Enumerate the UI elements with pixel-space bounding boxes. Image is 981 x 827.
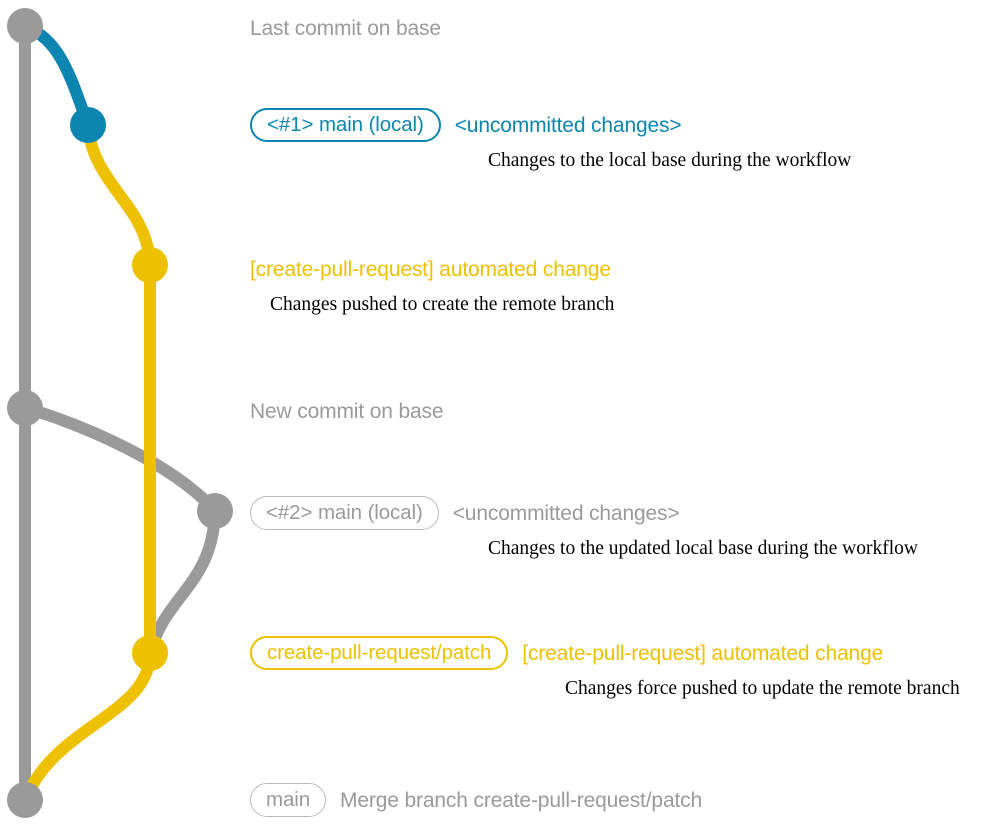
commit-node-patch-1 — [132, 247, 168, 283]
row-subline: Changes pushed to create the remote bran… — [270, 294, 615, 315]
graph-row-automated-change-1: [create-pull-request] automated change C… — [250, 252, 614, 315]
graph-row-merge-commit: main Merge branch create-pull-request/pa… — [250, 783, 702, 817]
local2-to-patch-line — [144, 505, 221, 659]
branch-pill-local-1[interactable]: <#1> main (local) — [250, 108, 441, 142]
row-headline: <uncommitted changes> — [452, 501, 680, 525]
row-subline: Changes force pushed to update the remot… — [565, 678, 960, 699]
row-headline: <uncommitted changes> — [454, 113, 682, 137]
local1-to-patch1-line — [82, 119, 156, 271]
branch-pill-main[interactable]: main — [250, 783, 327, 817]
commit-node-base-new — [7, 390, 43, 426]
patch-to-merge-line — [19, 647, 156, 806]
row-headline: [create-pull-request] automated change — [250, 257, 611, 281]
commit-node-base-head — [7, 8, 43, 44]
row-headline: Last commit on base — [250, 16, 441, 40]
commit-node-merge — [7, 782, 43, 818]
row-subline: Changes to the local base during the wor… — [488, 150, 852, 171]
base-to-local2-line — [19, 402, 221, 517]
commit-node-local-2 — [197, 493, 233, 529]
commit-node-patch-2 — [132, 635, 168, 671]
graph-row-last-commit-on-base: Last commit on base — [250, 11, 441, 45]
graph-row-automated-change-2: create-pull-request/patch [create-pull-r… — [250, 636, 960, 699]
row-headline: New commit on base — [250, 399, 444, 423]
row-headline: Merge branch create-pull-request/patch — [340, 788, 703, 812]
row-subline: Changes to the updated local base during… — [488, 538, 918, 559]
branch-pill-patch[interactable]: create-pull-request/patch — [250, 636, 509, 670]
graph-row-local-2: <#2> main (local) <uncommitted changes> … — [250, 496, 918, 559]
graph-row-new-commit-on-base: New commit on base — [250, 394, 444, 428]
branch-pill-local-2[interactable]: <#2> main (local) — [250, 496, 439, 530]
commit-node-local-1 — [70, 107, 106, 143]
graph-row-local-1: <#1> main (local) <uncommitted changes> … — [250, 108, 851, 171]
commit-graph — [7, 8, 233, 818]
row-headline: [create-pull-request] automated change — [522, 641, 884, 665]
